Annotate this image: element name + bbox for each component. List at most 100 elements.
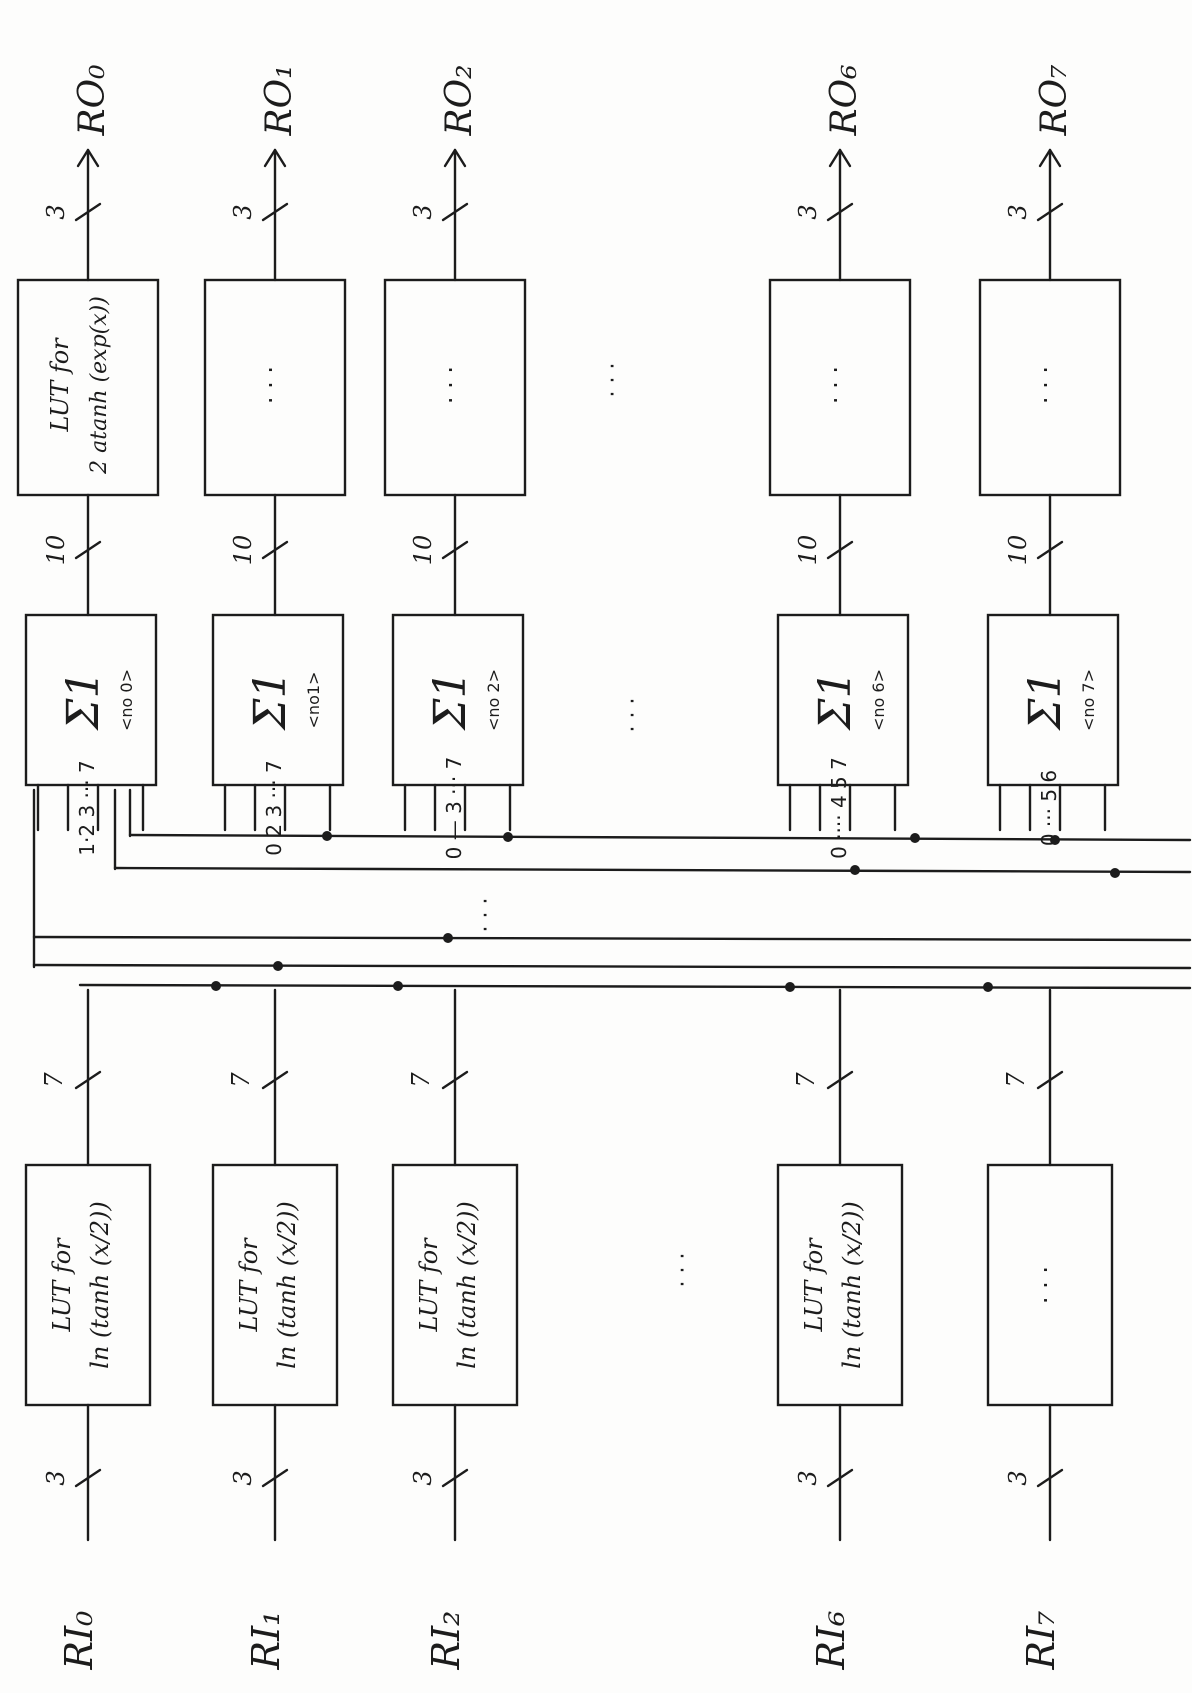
lut-output-block [203,278,347,497]
lut-output-ellipsis: · · · [437,366,465,404]
output-arrow-icon [828,148,852,168]
sum-block [211,613,345,787]
input-width-label: 3 [794,1470,822,1485]
lut-output-width-label: 7 [407,1072,435,1088]
output-arrow-icon [1038,148,1062,168]
lut-input-block [391,1163,519,1407]
junction-dot [1110,868,1120,878]
output-width-label: 3 [229,204,257,219]
input-label: RI₂ [424,1611,468,1671]
input-label: RI₀ [57,1611,101,1671]
bus-width-tick [826,202,854,222]
junction-dot [393,981,403,991]
bus-width-tick [74,202,102,222]
input-label: RI₁ [244,1611,288,1671]
sum-block-label: <no 6> [869,669,888,731]
bus-width-tick [261,202,289,222]
junction-dot [850,865,860,875]
junction-dot [443,933,453,943]
output-label: RO₇ [1034,64,1075,136]
bus-width-tick [826,1468,854,1488]
output-arrow-icon [263,148,287,168]
lut-input-function: ln (tanh (x/2)) [453,1201,481,1369]
sum-pin-labels: 0 2 3 ··· 7 [262,760,286,855]
junction-dot [910,833,920,843]
output-label: RO₆ [824,64,865,136]
gap-ellipsis-lut-out: · · · [601,363,626,398]
sum-output-width-label: 10 [229,535,257,566]
bus-width-tick [1036,1070,1064,1090]
lut-output-ellipsis: · · · [257,366,285,404]
sum-symbol: Σ1 [810,670,861,731]
output-label: RO₂ [439,64,480,136]
lut-input-block [24,1163,152,1407]
sum-block [391,613,525,787]
junction-dot [983,982,993,992]
sum-output-width-label: 10 [42,535,70,566]
lut-output-title: LUT for [46,337,74,433]
sum-symbol: Σ1 [245,670,296,731]
input-label: RI₇ [1019,1611,1063,1671]
junction-dot [322,831,332,841]
bus-width-tick [441,1468,469,1488]
sum-pin-labels: 1·2 3 ··· 7 [75,760,99,855]
bus-width-tick [74,540,102,560]
junction-dot [503,832,513,842]
bus-width-tick [261,1070,289,1090]
lut-input-function: ln (tanh (x/2)) [838,1201,866,1369]
lut-input-title: LUT for [235,1237,263,1333]
lut-output-block [16,278,160,497]
sum-block-label: <no 0> [117,669,136,731]
sum-output-width-label: 10 [409,535,437,566]
junction-dots [211,831,1120,992]
lut-input-block [211,1163,339,1407]
signal-row [768,278,912,1407]
lut-input-ellipsis: · · · [1032,1266,1060,1304]
sum-block [776,613,910,787]
sum-block-label: <no 7> [1079,669,1098,731]
output-label: RO₀ [72,64,113,136]
sum-symbol: Σ1 [58,670,109,731]
bus-width-tick [1036,1468,1064,1488]
lut-input-block [776,1163,904,1407]
gap-ellipsis-sum: · · · [621,698,646,733]
lut-input-title: LUT for [800,1237,828,1333]
sum-block-label: <no1> [304,672,323,729]
sum-pin-labels: 0 ···· 4 5 7 [827,757,851,859]
bus-width-tick [261,540,289,560]
output-width-label: 3 [42,204,70,219]
output-width-label: 3 [794,204,822,219]
sum-output-width-label: 10 [794,535,822,566]
lut-output-width-label: 7 [1002,1072,1030,1088]
input-width-label: 3 [229,1470,257,1485]
output-arrow-icon [76,148,100,168]
lut-output-width-label: 7 [227,1072,255,1088]
bus-width-tick [441,202,469,222]
bus-width-tick [826,1070,854,1090]
output-arrow-icon [443,148,467,168]
sum-pin-labels: 0 — 3 ··· 7 [442,757,466,860]
sum-symbol: Σ1 [425,670,476,731]
lut-output-function: 2 atanh (exp(x)) [87,296,112,475]
lut-input-function: ln (tanh (x/2)) [273,1201,301,1369]
sum-block-label: <no 2> [484,669,503,731]
junction-dot [211,981,221,991]
input-width-label: 3 [1004,1470,1032,1485]
signal-row [16,278,160,1407]
sum-block [986,613,1120,787]
lut-output-width-label: 7 [792,1072,820,1088]
lut-output-ellipsis: · · · [822,366,850,404]
junction-dot [273,961,283,971]
lut-input-title: LUT for [48,1237,76,1333]
bus-width-tick [74,1468,102,1488]
lut-output-ellipsis: · · · [1032,366,1060,404]
lut-output-block [383,278,527,497]
input-label: RI₆ [809,1611,853,1671]
output-label: RO₁ [259,64,300,136]
input-width-label: 3 [42,1470,70,1485]
sum-pin-labels: 0 ··· 5 6 [1037,770,1061,846]
bus-width-tick [1036,540,1064,560]
sum-block [24,613,158,787]
bus-width-tick [826,540,854,560]
